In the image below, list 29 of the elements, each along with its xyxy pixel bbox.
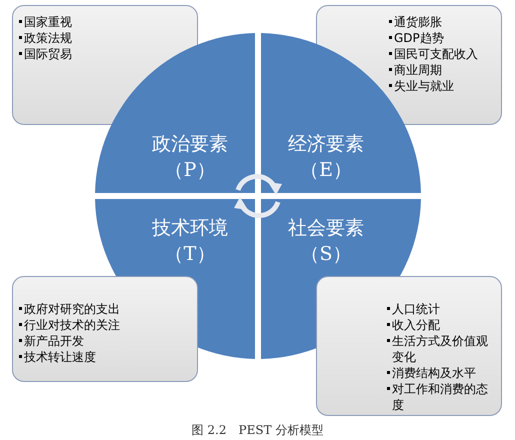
- quadrant-title: 经济要素: [288, 132, 364, 157]
- list-item-text: 技术转让速度: [24, 349, 96, 365]
- list-item-text: 通货膨胀: [394, 14, 442, 30]
- factor-list-panel: [316, 276, 502, 416]
- list-item-text: 国际贸易: [24, 46, 72, 62]
- list-item-text: 收入分配: [392, 317, 440, 333]
- list-item-text: 对工作和消费的态度: [392, 381, 489, 413]
- list-item-text: 行业对技术的关注: [24, 317, 120, 333]
- list-item-text: 国民可支配收入: [394, 46, 478, 62]
- quadrant-title: 社会要素: [288, 216, 364, 241]
- list-item-text: 政府对研究的支出: [24, 301, 120, 317]
- list-item-text: 国家重视: [24, 14, 72, 30]
- list-item-text: 生活方式及价值观变化: [392, 333, 489, 365]
- quadrant-letter: （P）: [164, 158, 216, 183]
- figure-caption: 图 2.2 PEST 分析模型: [190, 422, 324, 439]
- quadrant-letter: （E）: [300, 158, 352, 183]
- quadrant-letter: （S）: [300, 242, 352, 267]
- list-item-text: 商业周期: [394, 62, 442, 78]
- factor-list-panel: [12, 276, 198, 382]
- list-item-text: 消费结构及水平: [392, 365, 476, 381]
- list-item-text: 失业与就业: [394, 78, 454, 94]
- quadrant-title: 技术环境: [152, 216, 228, 241]
- quadrant-sector: [95, 33, 255, 193]
- list-item-text: GDP趋势: [394, 30, 444, 46]
- list-item-text: 人口统计: [392, 301, 440, 317]
- list-item-text: 新产品开发: [24, 333, 84, 349]
- quadrant-letter: （T）: [164, 242, 216, 267]
- quadrant-title: 政治要素: [152, 132, 228, 157]
- list-item-text: 政策法规: [24, 30, 72, 46]
